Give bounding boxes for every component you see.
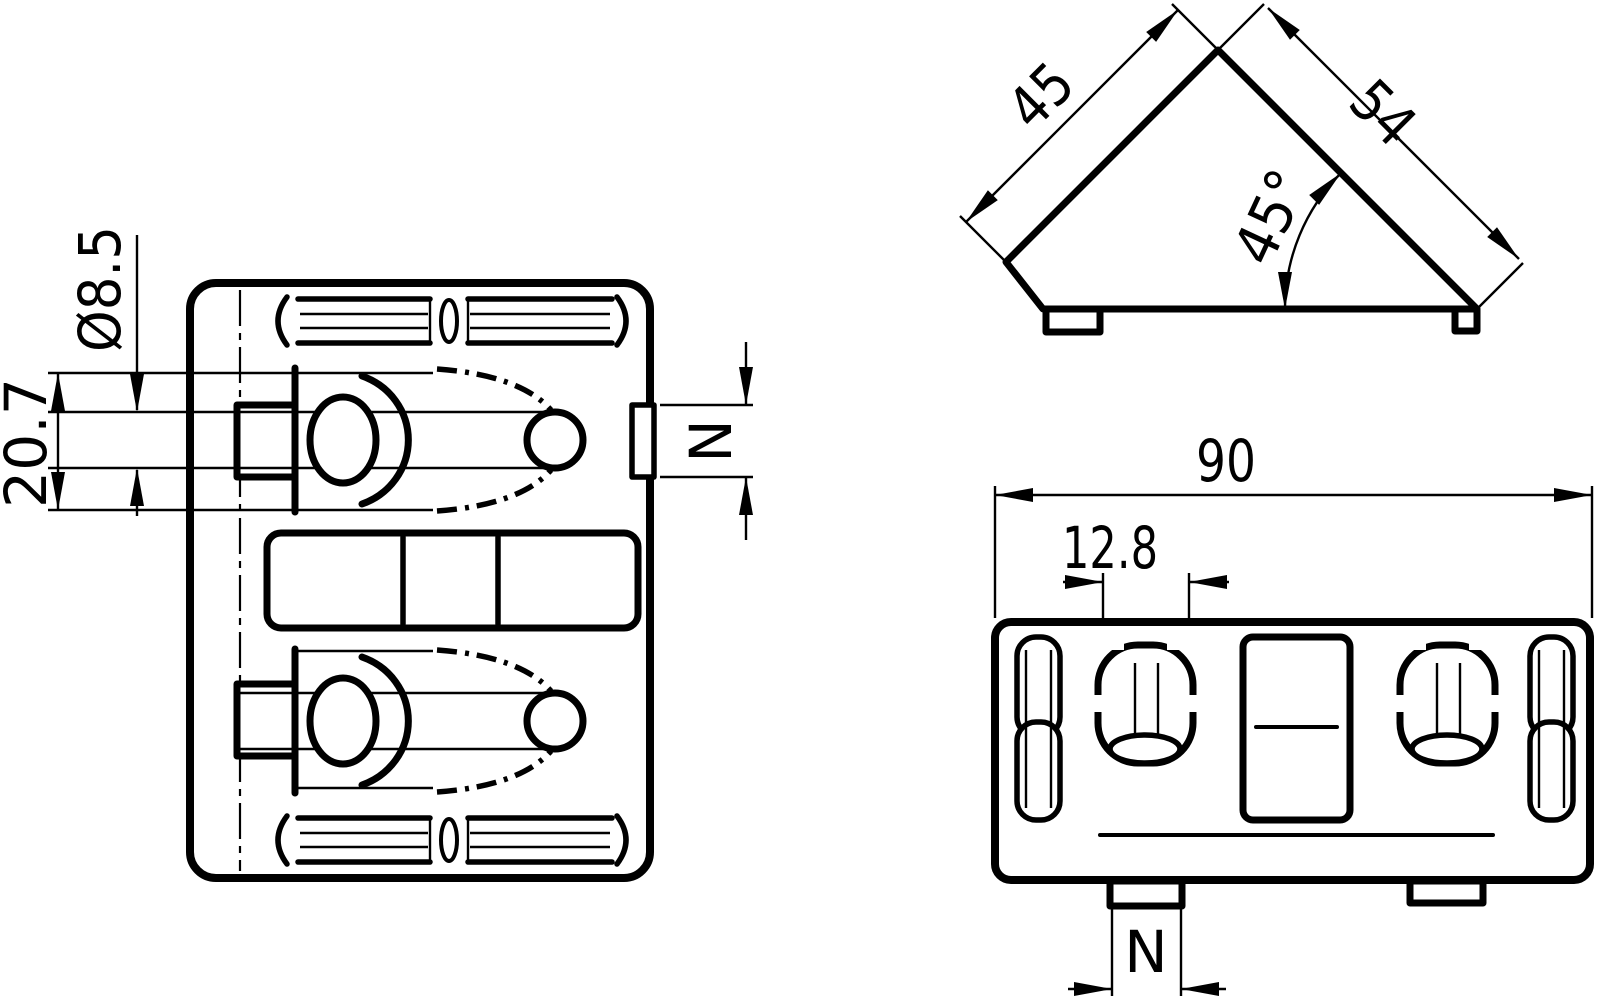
dash-gap — [1188, 695, 1199, 712]
arrowhead-down — [130, 374, 144, 412]
boss-dashed-arc-top — [436, 366, 554, 412]
slot-center-lens — [439, 298, 459, 344]
hole-bottom-ellipse — [1107, 732, 1183, 766]
boss-dashed-arc-bottom — [436, 749, 554, 795]
front-right-hole — [1394, 638, 1501, 767]
boss-dashed-arc-top — [436, 647, 554, 693]
arrowhead-left — [995, 488, 1033, 502]
arrowhead-left — [1181, 982, 1219, 996]
plan-lower-bolt-channel — [233, 645, 587, 797]
dim-hole-diameter: Ø8.5 — [66, 226, 144, 516]
slot-left-paren — [275, 294, 290, 348]
dash-gap — [1167, 638, 1179, 650]
side-hole-circle — [523, 408, 587, 472]
counterbore-arc — [358, 372, 412, 508]
arrowhead-right — [1065, 575, 1103, 589]
dim-bottom-tab: N — [1068, 907, 1226, 996]
slot-center-box — [428, 816, 470, 864]
dash-gap — [1394, 695, 1405, 712]
dim-label-12-8: 12.8 — [1062, 514, 1158, 582]
dim-overall-width: 90 — [993, 427, 1594, 618]
arrowhead — [1278, 272, 1292, 309]
hole-silhouette-lines — [240, 691, 552, 751]
arrowhead-right — [1554, 488, 1592, 502]
plan-upper-bolt-channel — [48, 364, 587, 516]
dash-gap — [1112, 638, 1124, 650]
profile-left-foot — [1042, 305, 1104, 336]
hole-thread-lines — [1133, 663, 1160, 744]
slot-outer-lines — [295, 815, 615, 865]
plan-right-notch — [629, 402, 657, 480]
arrowhead — [1487, 227, 1519, 259]
slot-inner-lines — [300, 831, 610, 849]
slot-inner-lines — [1024, 650, 1053, 808]
slot-center-box — [428, 297, 470, 345]
arrowhead-down — [739, 367, 753, 405]
arrowhead-up — [130, 468, 144, 506]
bolt-hole-ellipse — [306, 393, 380, 487]
arrowhead-up — [739, 477, 753, 515]
hole-bottom-ellipse — [1409, 732, 1485, 766]
slot-outer-lines — [295, 296, 615, 346]
extension-lines — [1217, 3, 1524, 310]
dim-label-20-7: 20.7 — [0, 378, 60, 508]
dash-gap — [1414, 638, 1426, 650]
front-left-hole — [1092, 638, 1199, 767]
arrowhead-right — [1074, 982, 1112, 996]
dash-gap — [1092, 695, 1103, 712]
extension-lines — [959, 3, 1219, 263]
plan-view: 20.7 Ø8.5 N — [0, 226, 753, 882]
extension-lines — [993, 486, 1594, 618]
bolt-channel-notch — [233, 680, 299, 760]
plan-center-pocket — [263, 529, 642, 632]
profile-right-foot — [1451, 305, 1481, 335]
arrowhead-down — [51, 472, 65, 510]
front-left-slot-column — [1014, 634, 1063, 823]
slot-capsule-lower — [1527, 719, 1576, 823]
dim-plan-notch: N — [660, 342, 753, 540]
counterbore-arc — [358, 653, 412, 789]
extension-lines — [1110, 907, 1183, 996]
plan-top-slot — [275, 294, 629, 348]
front-left-tab — [1106, 877, 1186, 910]
plan-bottom-slot — [275, 813, 629, 867]
dim-hole-width: 12.8 — [1062, 514, 1229, 700]
slot-right-paren — [614, 813, 629, 867]
dim-line — [1267, 7, 1520, 260]
arrowhead — [1309, 173, 1341, 205]
front-right-slot-column — [1527, 634, 1576, 823]
dash-gap — [1469, 638, 1481, 650]
slot-left-paren — [275, 813, 290, 867]
dim-label-n: N — [677, 419, 745, 462]
arrowhead — [1268, 8, 1300, 40]
slot-inner-lines — [300, 312, 610, 330]
dim-label-n: N — [1124, 918, 1167, 986]
arrowhead-left — [1189, 575, 1227, 589]
side-hole-circle — [523, 689, 587, 753]
channel-silhouette-lines — [48, 371, 433, 512]
dim-line — [965, 9, 1179, 223]
slot-center-lens — [439, 817, 459, 863]
hole-silhouette-lines — [48, 410, 552, 470]
arrowhead — [966, 190, 998, 222]
plan-center-pocket-ribs — [400, 534, 501, 627]
bolt-hole-ellipse — [306, 674, 380, 768]
bolt-channel-notch — [233, 401, 299, 481]
hole-thread-lines — [1435, 663, 1462, 744]
arrowhead — [1146, 10, 1178, 42]
dim-label-diameter: Ø8.5 — [66, 226, 134, 352]
slot-right-paren — [614, 294, 629, 348]
front-right-tab — [1406, 877, 1487, 907]
extension-lines — [660, 403, 753, 479]
front-view: 90 12.8 — [991, 427, 1594, 996]
slot-inner-lines — [1537, 650, 1566, 808]
dash-gap — [1490, 695, 1501, 712]
arrowhead-up — [51, 373, 65, 411]
slot-capsule-lower — [1014, 719, 1063, 823]
boss-dashed-arc-bottom — [436, 468, 554, 514]
dim-label-90: 90 — [1196, 427, 1256, 495]
dim-slot-height: 20.7 — [0, 373, 65, 510]
